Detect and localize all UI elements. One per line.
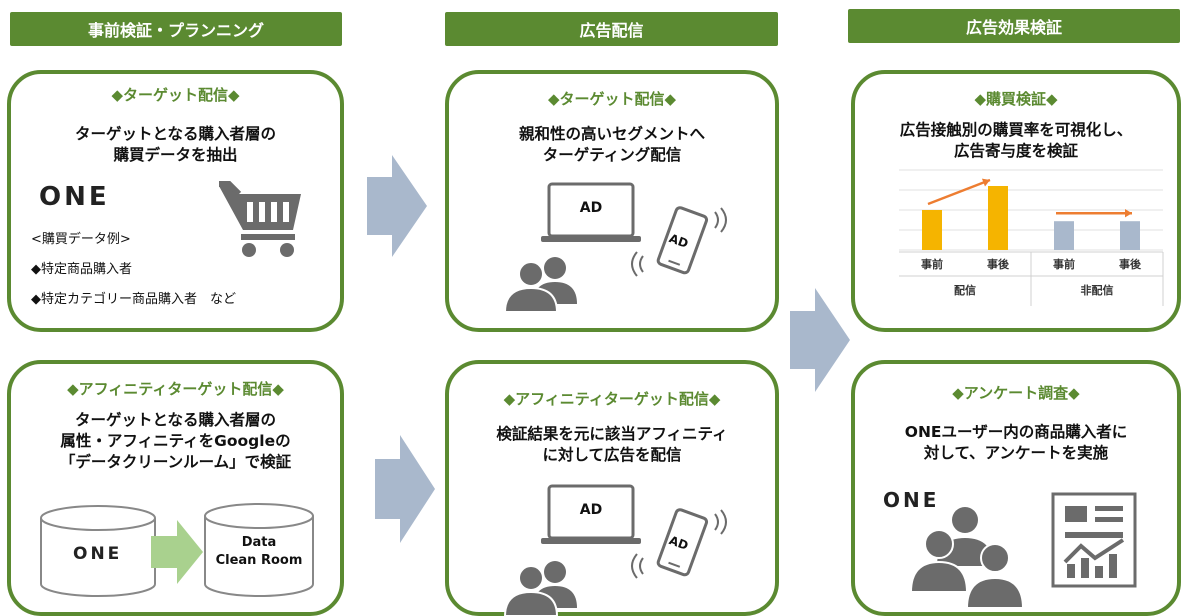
green-flow-arrow [151,520,203,584]
desc-line-2: に対して広告を配信 [542,446,682,464]
db-one-label: ONE [73,544,123,564]
chart-bar [1120,221,1140,250]
header-planning: 事前検証・プランニング [10,12,342,46]
desc-line-1: ターゲットとなる購入者層の [74,125,277,143]
card-description: 検証結果を元に該当アフィニティ に対して広告を配信 [449,424,775,466]
flow-arrow-3 [790,288,850,392]
card-title: ◆購買検証◆ [974,90,1058,108]
increase-arrow [927,178,991,206]
desc-line-2: 広告寄与度を検証 [953,142,1078,160]
chart-category-label: 事後 [987,257,1010,271]
desc-line-1: ONEユーザー内の商品購入者に [904,423,1128,441]
chart-bar [922,210,942,250]
chart-group-label: 配信 [954,283,976,297]
chart-category-label: 事前 [921,257,943,271]
card-title: ◆アフィニティターゲット配信◆ [67,380,284,398]
chart-bar [988,186,1008,250]
shopping-cart-icon [219,181,301,257]
card-title: ◆ターゲット配信◆ [111,86,240,104]
database-one-icon [40,505,156,597]
example-label: <購買データ例> [31,232,131,247]
survey-report-icon [1051,492,1137,588]
flow-arrow-1 [367,155,427,257]
desc-line-2: 対して、アンケートを実施 [923,444,1109,462]
flow-arrow-2 [375,435,435,543]
card-purchase-verification: ◆購買検証◆ 広告接触別の購買率を可視化し、 広告寄与度を検証 事前 事後 事前 事後… [851,70,1181,332]
chart-bar [1054,221,1074,250]
desc-line-1: 親和性の高いセグメントへ [518,125,705,143]
card-description: 親和性の高いセグメントへ ターゲティング配信 [449,124,775,166]
desc-line-1: ターゲットとなる購入者層の [74,411,277,429]
card-target-planning: ◆ターゲット配信◆ ターゲットとなる購入者層の 購買データを抽出 ONE <購買… [7,70,344,332]
card-title: ◆ターゲット配信◆ [547,90,677,108]
header-ad-delivery: 広告配信 [445,12,778,46]
users-icon [503,257,577,313]
desc-line-2: 購買データを抽出 [113,146,238,164]
example-item-2: ◆特定カテゴリー商品購入者 など [31,292,236,307]
header-effect-verification: 広告効果検証 [848,9,1180,43]
db-clean-room-label: Data Clean Room [203,534,315,570]
card-description: ONEユーザー内の商品購入者に 対して、アンケートを実施 [855,422,1177,464]
chart-category-label: 事前 [1053,257,1075,271]
card-survey: ◆アンケート調査◆ ONEユーザー内の商品購入者に 対して、アンケートを実施 O… [851,360,1181,616]
card-title: ◆アフィニティターゲット配信◆ [503,390,721,408]
users-icon [503,561,577,616]
laptop-ad-label: AD [579,502,603,518]
db-label-line-2: Clean Room [215,553,303,568]
desc-line-1: 検証結果を元に該当アフィニティ [496,425,728,443]
desc-line-3: 「データクリーンルーム」で検証 [59,453,292,471]
laptop-ad-label: AD [579,200,603,216]
card-description: ターゲットとなる購入者層の 属性・アフィニティをGoogleの 「データクリーン… [11,410,340,473]
desc-line-1: 広告接触別の購買率を可視化し、 [899,121,1133,139]
smartphone-icon [631,206,727,277]
laptop-icon [541,182,641,242]
card-affinity-delivery: ◆アフィニティターゲット配信◆ 検証結果を元に該当アフィニティ に対して広告を配… [445,360,779,616]
db-label-line-1: Data [241,535,277,550]
database-clean-room-icon [204,503,314,597]
card-title: ◆アンケート調査◆ [952,384,1080,402]
users-group-icon [909,507,1025,609]
desc-line-2: 属性・アフィニティをGoogleの [60,432,291,450]
card-description: ターゲットとなる購入者層の 購買データを抽出 [11,124,340,166]
card-description: 広告接触別の購買率を可視化し、 広告寄与度を検証 [855,120,1177,162]
card-target-delivery: ◆ターゲット配信◆ 親和性の高いセグメントへ ターゲティング配信 AD AD [445,70,779,332]
one-logo: ONE [883,488,940,512]
purchase-rate-chart: 事前事後事前事後配信非配信 [899,169,1164,306]
flat-arrow-head [1125,209,1132,218]
smartphone-icon [631,508,727,579]
card-affinity-planning: ◆アフィニティターゲット配信◆ ターゲットとなる購入者層の 属性・アフィニティを… [7,360,344,616]
chart-group-label: 非配信 [1081,283,1114,297]
increase-arrow-head [981,178,990,187]
chart-category-label: 事後 [1119,257,1142,271]
desc-line-2: ターゲティング配信 [542,146,682,164]
laptop-icon [541,484,641,544]
example-item-1: ◆特定商品購入者 [31,262,132,277]
one-logo: ONE [39,182,110,212]
